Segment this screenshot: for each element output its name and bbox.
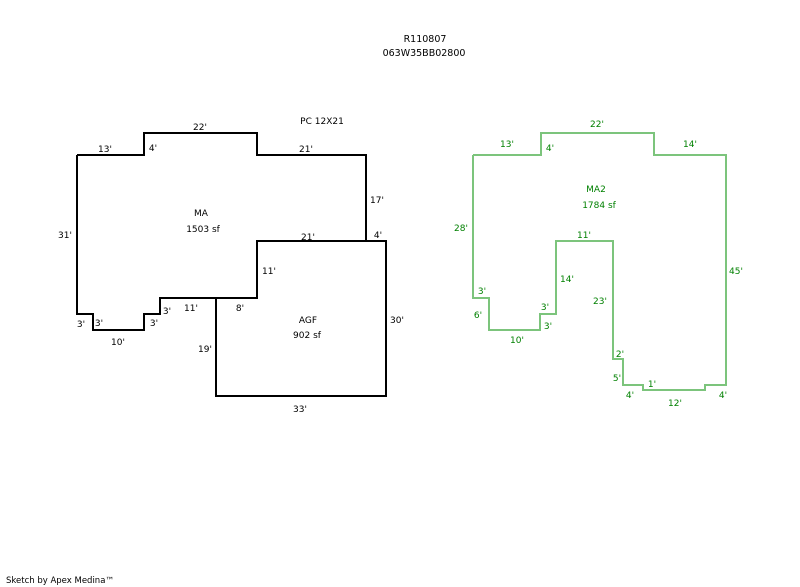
dim-label: 4' <box>546 144 554 154</box>
dim-label: 22' <box>590 120 604 130</box>
dim-label: 3' <box>163 307 171 317</box>
dim-label: 2' <box>616 350 624 360</box>
dim-label: 13' <box>98 145 112 155</box>
map-number: 063W35BB02800 <box>383 48 466 59</box>
dim-label: 4' <box>374 231 382 241</box>
agf-area: 902 sf <box>293 331 322 341</box>
ma-name: MA <box>194 209 209 219</box>
pc-annotation: PC 12X21 <box>300 117 344 127</box>
dim-label: 1' <box>648 380 656 390</box>
dim-label: 31' <box>58 231 72 241</box>
dim-label: 3' <box>95 319 103 329</box>
dim-label: 8' <box>236 304 244 314</box>
dim-label: 22' <box>193 123 207 133</box>
ma-area: 1503 sf <box>186 225 220 235</box>
dim-label: 19' <box>198 345 212 355</box>
ma2-name: MA2 <box>586 185 606 195</box>
dim-label: 12' <box>668 399 682 409</box>
dim-label: 23' <box>593 297 607 307</box>
dim-label: 3' <box>478 287 486 297</box>
dim-label: 13' <box>500 140 514 150</box>
dim-label: 3' <box>541 303 549 313</box>
footer-credit: Sketch by Apex Medina™ <box>6 576 114 586</box>
dim-label: 33' <box>293 405 307 415</box>
dim-label: 3' <box>77 320 85 330</box>
dim-label: 6' <box>474 311 482 321</box>
dim-label: 10' <box>111 338 125 348</box>
dim-label: 11' <box>577 231 591 241</box>
dim-label: 3' <box>544 322 552 332</box>
dim-label: 14' <box>683 140 697 150</box>
record-id: R110807 <box>404 34 447 45</box>
dim-label: 4' <box>149 144 157 154</box>
dim-label: 4' <box>626 391 634 401</box>
dim-label: 45' <box>729 267 743 277</box>
agf-outline <box>215 240 387 397</box>
dim-label: 21' <box>301 233 315 243</box>
dim-label: 10' <box>510 336 524 346</box>
dim-label: 4' <box>719 391 727 401</box>
dim-label: 28' <box>454 224 468 234</box>
dim-label: 21' <box>299 145 313 155</box>
dim-label: 30' <box>390 316 404 326</box>
dim-label: 11' <box>262 267 276 277</box>
ma-outline <box>76 132 367 331</box>
dim-label: 3' <box>150 319 158 329</box>
agf-name: AGF <box>299 316 317 326</box>
ma2-area: 1784 sf <box>582 201 616 211</box>
dim-label: 17' <box>370 196 384 206</box>
ma2-outline <box>472 132 727 391</box>
dim-label: 11' <box>184 304 198 314</box>
dim-label: 5' <box>613 374 621 384</box>
dim-label: 14' <box>560 275 574 285</box>
